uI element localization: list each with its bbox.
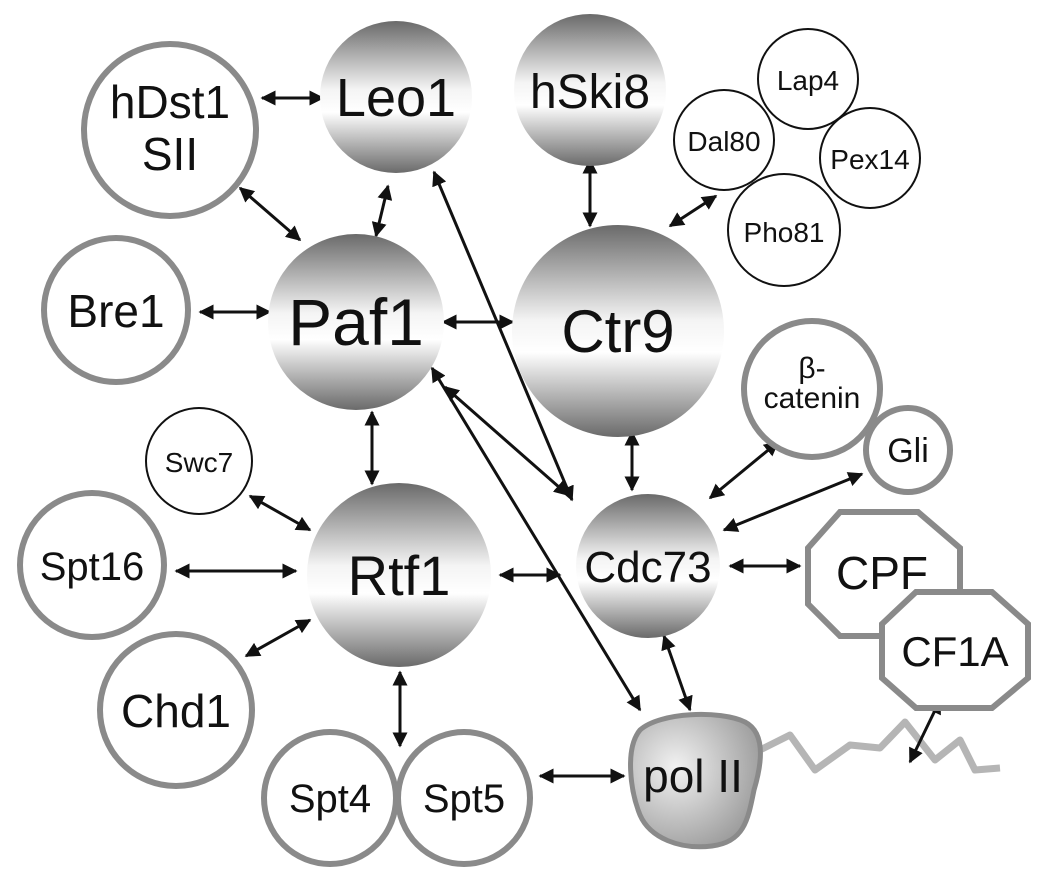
node-cf1a: CF1A <box>879 589 1031 711</box>
interaction-arrows <box>174 90 942 784</box>
arrow-cdc73-gli <box>722 472 864 532</box>
node-hdst1-line1: hDst1 <box>110 76 230 128</box>
node-cdc73-label: Cdc73 <box>584 543 711 592</box>
node-spt16-label: Spt16 <box>40 545 145 589</box>
node-cf1a-label: CF1A <box>901 628 1008 675</box>
node-paf1: Paf1 <box>268 234 444 410</box>
node-cpf-label: CPF <box>836 547 928 599</box>
node-hdst1-sii: hDst1 SII <box>81 41 259 219</box>
node-pol-ii: pol II <box>628 712 763 850</box>
node-leo1-label: Leo1 <box>336 68 456 128</box>
arrow-ctr9-pho81 <box>668 194 718 228</box>
arrow-leo1-paf1 <box>371 184 393 238</box>
node-pho81-label: Pho81 <box>744 217 825 248</box>
arrow-swc7-rtf1 <box>248 494 312 532</box>
pol-ii-ctd-tail <box>738 718 1001 774</box>
arrow-chd1-rtf1 <box>244 618 312 658</box>
arrow-cdc73-polii <box>661 634 693 712</box>
node-spt16: Spt16 <box>17 490 167 640</box>
node-rtf1-label: Rtf1 <box>348 544 451 607</box>
node-spt4: Spt4 <box>261 729 399 867</box>
node-pho81: Pho81 <box>727 173 841 287</box>
node-pol-ii-label: pol II <box>643 750 743 802</box>
node-rtf1: Rtf1 <box>307 483 491 667</box>
arrow-hdst1-paf1 <box>238 186 302 242</box>
node-lap4-label: Lap4 <box>777 65 839 96</box>
node-bre1-label: Bre1 <box>67 285 164 337</box>
node-pex14-label: Pex14 <box>830 144 909 175</box>
node-beta-catenin-line1: β- <box>798 352 825 385</box>
node-gli-label: Gli <box>887 432 929 470</box>
node-gli: Gli <box>863 405 953 495</box>
node-lap4: Lap4 <box>757 28 859 130</box>
node-bre1: Bre1 <box>41 235 191 385</box>
node-spt4-label: Spt4 <box>289 777 371 821</box>
node-swc7: Swc7 <box>145 407 253 515</box>
node-spt5-label: Spt5 <box>423 777 505 821</box>
node-dal80-label: Dal80 <box>687 126 760 157</box>
node-cdc73: Cdc73 <box>576 494 720 638</box>
node-pex14: Pex14 <box>819 107 921 209</box>
node-beta-catenin: β- catenin <box>741 318 883 460</box>
node-chd1: Chd1 <box>97 631 255 789</box>
node-paf1-label: Paf1 <box>288 285 424 359</box>
node-hdst1-line2: SII <box>142 128 198 180</box>
arrow-cdc73-betacatenin <box>708 440 780 500</box>
node-beta-catenin-line2: catenin <box>764 382 861 415</box>
node-leo1: Leo1 <box>320 21 472 173</box>
node-chd1-label: Chd1 <box>121 685 231 737</box>
node-ctr9-label: Ctr9 <box>561 298 674 365</box>
node-ctr9: Ctr9 <box>512 225 724 437</box>
node-spt5: Spt5 <box>395 729 533 867</box>
arrow-paf1-polii <box>430 366 642 712</box>
node-dal80: Dal80 <box>673 89 775 191</box>
node-hski8-label: hSki8 <box>530 66 650 119</box>
node-swc7-label: Swc7 <box>165 447 233 478</box>
node-hski8: hSki8 <box>514 14 666 166</box>
